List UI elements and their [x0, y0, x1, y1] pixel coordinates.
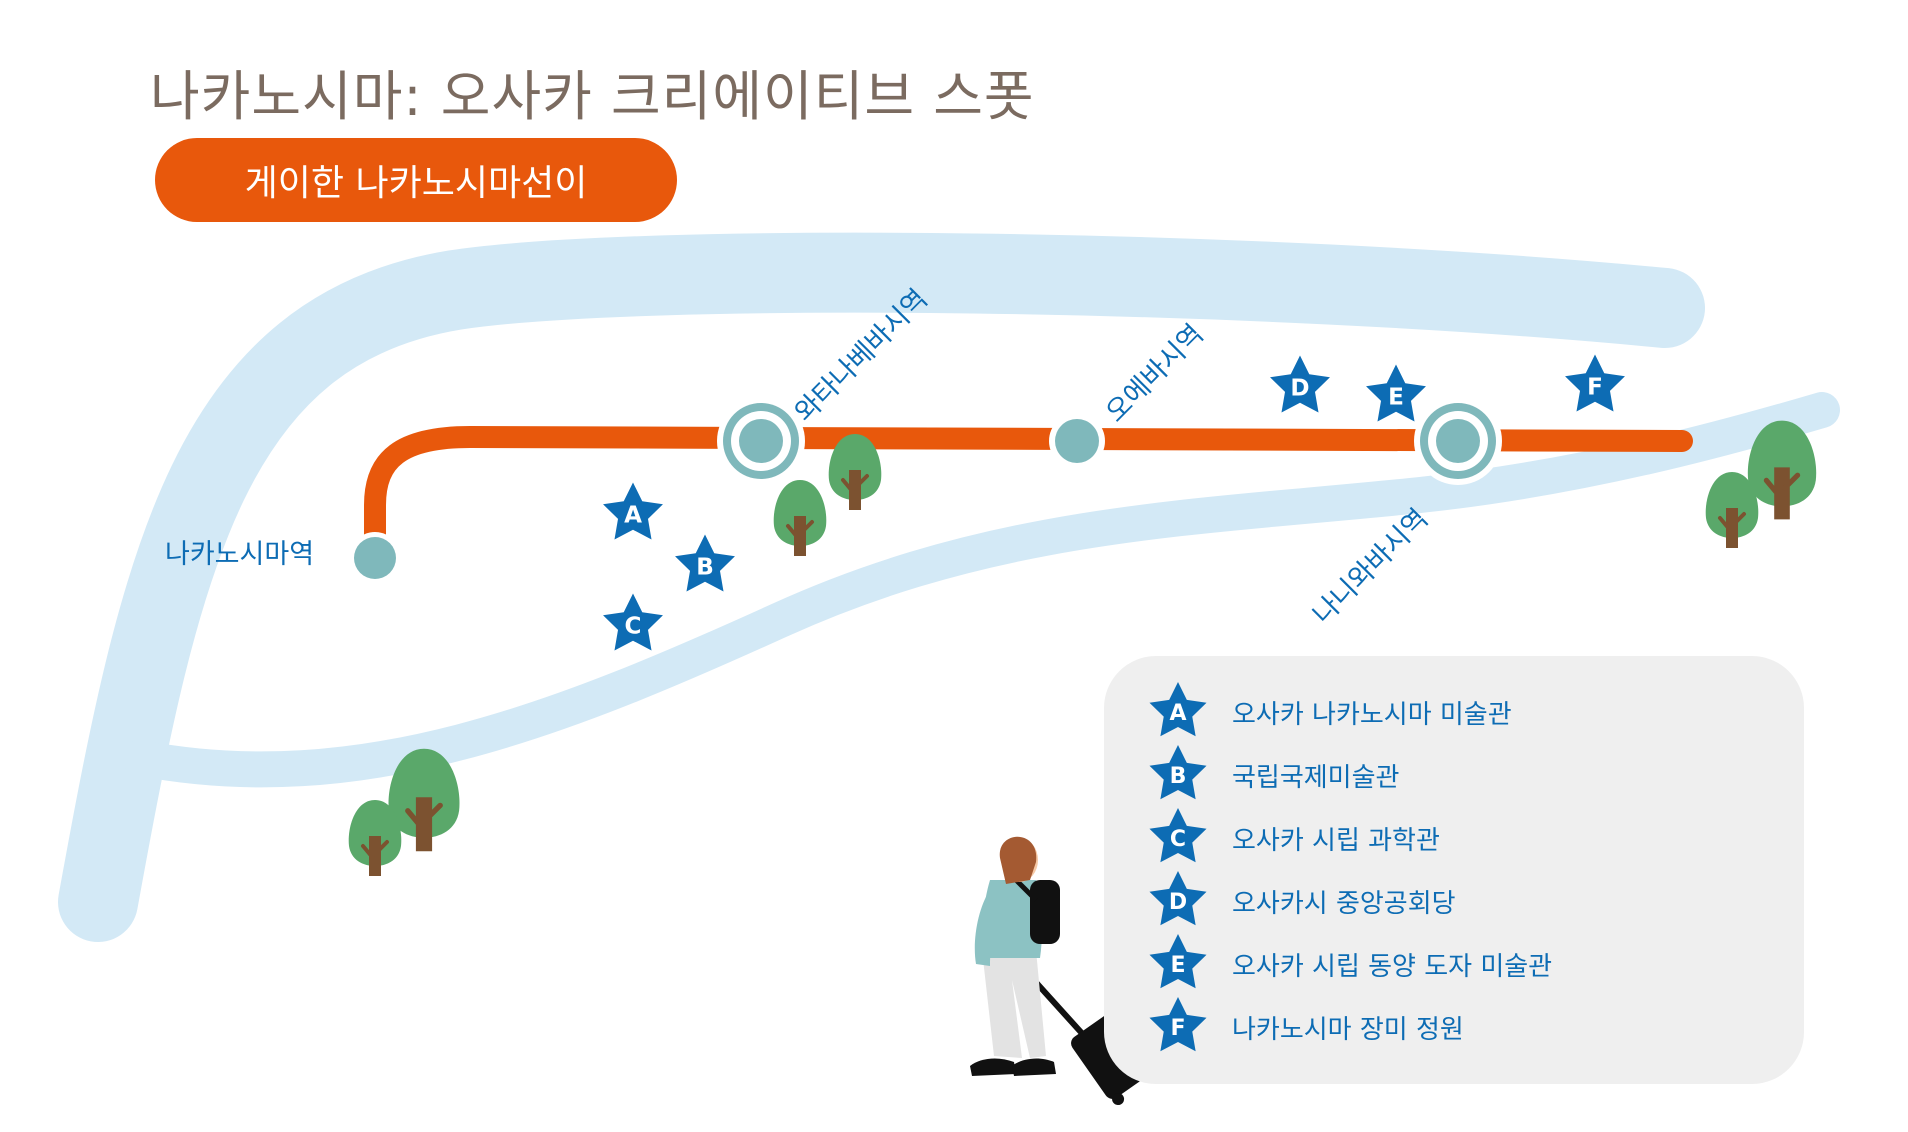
- station-nakanoshima[interactable]: [349, 532, 401, 584]
- legend-panel: A 오사카 나카노시마 미술관 B 국립국제미술관 C 오사카 시립 과학관 D…: [1104, 656, 1804, 1084]
- star-shape: [675, 534, 735, 592]
- river-dojima: [58, 232, 1705, 942]
- star-shape: [1149, 745, 1207, 800]
- station-label-nakanoshima: 나카노시마역: [165, 539, 315, 570]
- star-shape: [1149, 871, 1207, 926]
- tree-icon: [1747, 420, 1817, 520]
- tree-icon: [1705, 472, 1759, 548]
- star-marker-icon: A: [1149, 682, 1207, 737]
- star-shape: [1366, 364, 1426, 422]
- tree-icon: [773, 480, 827, 556]
- star-shape: [1270, 355, 1330, 413]
- station-watanabebashi[interactable]: [717, 397, 805, 485]
- star-marker-icon: E: [1149, 934, 1207, 989]
- spot-marker-a[interactable]: A: [603, 482, 663, 540]
- tree-icon: [388, 748, 460, 852]
- star-letter: B: [1170, 764, 1187, 789]
- river: [58, 232, 1840, 942]
- spot-marker-b[interactable]: B: [675, 534, 735, 592]
- star-letter: A: [1169, 701, 1186, 726]
- star-letter: F: [1587, 374, 1603, 400]
- star-letter: C: [1170, 827, 1186, 852]
- star-marker-icon: D: [1149, 871, 1207, 926]
- star-letter: A: [624, 502, 642, 528]
- star-letter: D: [1169, 890, 1187, 915]
- line-name-badge: 게이한 나카노시마선이: [155, 138, 677, 222]
- tree-icon: [348, 800, 402, 876]
- star-shape: [603, 482, 663, 540]
- star-shape: [1149, 808, 1207, 863]
- star-marker-icon: C: [1149, 808, 1207, 863]
- page-title: 나카노시마: 오사카 크리에이티브 스폿: [150, 65, 1035, 128]
- legend-item-f[interactable]: F 나카노시마 장미 정원: [1146, 997, 1464, 1057]
- keihan-nakanoshima-line: [364, 426, 1693, 554]
- star-shape: [1565, 354, 1625, 412]
- spot-marker-d[interactable]: D: [1270, 355, 1330, 413]
- legend-label: 나카노시마 장미 정원: [1232, 1014, 1464, 1045]
- star-letter: D: [1290, 375, 1309, 401]
- star-letter: B: [696, 554, 714, 580]
- star-marker-icon: F: [1149, 997, 1207, 1052]
- star-shape: [1149, 682, 1207, 737]
- spot-marker-c[interactable]: C: [603, 593, 663, 651]
- star-shape: [1149, 934, 1207, 989]
- legend-label: 오사카시 중앙공회당: [1232, 888, 1456, 919]
- station-oebashi[interactable]: [1049, 413, 1105, 469]
- spot-markers: A B C D E F: [603, 354, 1625, 651]
- tree-icon: [828, 434, 882, 510]
- legend-label: 오사카 나카노시마 미술관: [1232, 699, 1512, 730]
- star-shape: [603, 593, 663, 651]
- river-tosabori: [122, 392, 1840, 788]
- spot-marker-e[interactable]: E: [1366, 364, 1426, 422]
- legend-item-d[interactable]: D 오사카시 중앙공회당: [1146, 871, 1456, 931]
- star-letter: E: [1388, 384, 1404, 410]
- station-naniwabashi[interactable]: [1414, 397, 1502, 485]
- star-letter: C: [625, 613, 642, 639]
- trees: [348, 420, 1817, 876]
- star-shape: [1149, 997, 1207, 1052]
- legend-item-b[interactable]: B 국립국제미술관: [1146, 745, 1399, 805]
- star-marker-icon: B: [1149, 745, 1207, 800]
- legend-label: 국립국제미술관: [1232, 762, 1400, 793]
- legend-label: 오사카 시립 과학관: [1232, 825, 1440, 856]
- legend-item-c[interactable]: C 오사카 시립 과학관: [1146, 808, 1440, 868]
- legend-item-e[interactable]: E 오사카 시립 동양 도자 미술관: [1146, 934, 1552, 994]
- legend-item-a[interactable]: A 오사카 나카노시마 미술관: [1146, 682, 1512, 742]
- spot-marker-f[interactable]: F: [1565, 354, 1625, 412]
- star-letter: F: [1170, 1016, 1185, 1041]
- legend-label: 오사카 시립 동양 도자 미술관: [1232, 951, 1553, 982]
- star-letter: E: [1170, 953, 1185, 978]
